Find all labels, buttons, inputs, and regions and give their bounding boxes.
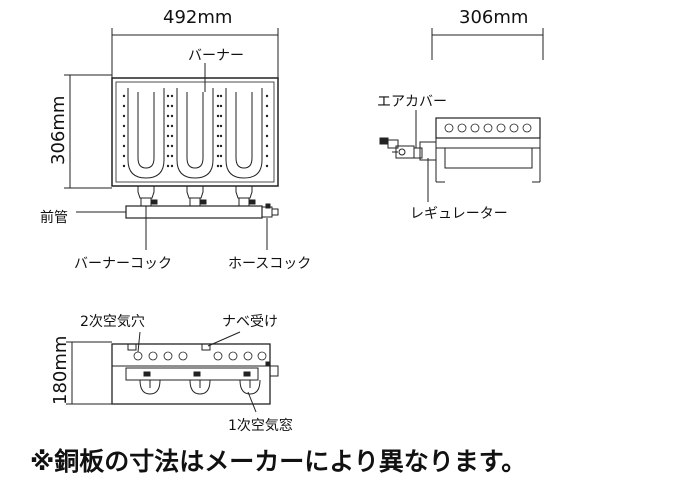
dim-side-width: 306mm: [459, 7, 528, 28]
side-top-band: [435, 117, 541, 139]
dim-front-height: 180mm: [50, 336, 71, 405]
front-air-holes: [133, 351, 267, 361]
dim-top-width: 492mm: [163, 7, 232, 28]
pot-support-1: [127, 343, 137, 351]
burner-tube-3: [225, 88, 263, 179]
burner-cocks: [137, 186, 256, 207]
note-text: ※銅板の寸法はメーカーにより異なります。: [30, 447, 526, 476]
front-view: [66, 331, 279, 413]
label-regulator: レギュレーター: [410, 206, 508, 222]
leader-pot-support: [207, 331, 241, 347]
flame-holes: [122, 94, 269, 168]
dim-top-height: 306mm: [48, 96, 69, 165]
side-body: [435, 138, 541, 182]
burner-tubes: [127, 88, 263, 179]
label-primary-air-window: 1次空気窓: [228, 417, 293, 434]
front-inner-pipe: [125, 367, 259, 381]
label-secondary-air-hole: 2次空気穴: [80, 314, 145, 330]
front-hose-connector: [269, 365, 279, 377]
side-view: [379, 28, 544, 202]
burner-tube-2-inner: [186, 92, 204, 169]
burner-tube-3-inner: [235, 92, 253, 169]
burner-tube-1: [127, 88, 165, 179]
burner-cock-1: [137, 186, 155, 199]
pot-support-2: [201, 343, 211, 351]
label-burner-cock: バーナーコック: [74, 256, 172, 272]
leader-secondary-air: [137, 331, 141, 353]
burner-cock-3: [235, 186, 253, 199]
top-view: [64, 28, 279, 250]
label-front-pipe: 前管: [40, 209, 68, 226]
top-frame: [111, 77, 279, 187]
top-frame-inner: [115, 81, 275, 183]
label-pot-support: ナベ受け: [222, 314, 278, 330]
burner-tube-1-inner: [137, 92, 155, 169]
side-holes: [444, 123, 532, 133]
leader-primary-air: [247, 391, 257, 413]
front-cocks: [139, 371, 261, 395]
burner-cock-2: [186, 186, 204, 199]
label-hose-cock: ホースコック: [228, 256, 311, 272]
label-air-cover: エアカバー: [377, 94, 447, 110]
burner-tube-2: [176, 88, 214, 179]
label-burner: バーナー: [188, 48, 244, 64]
